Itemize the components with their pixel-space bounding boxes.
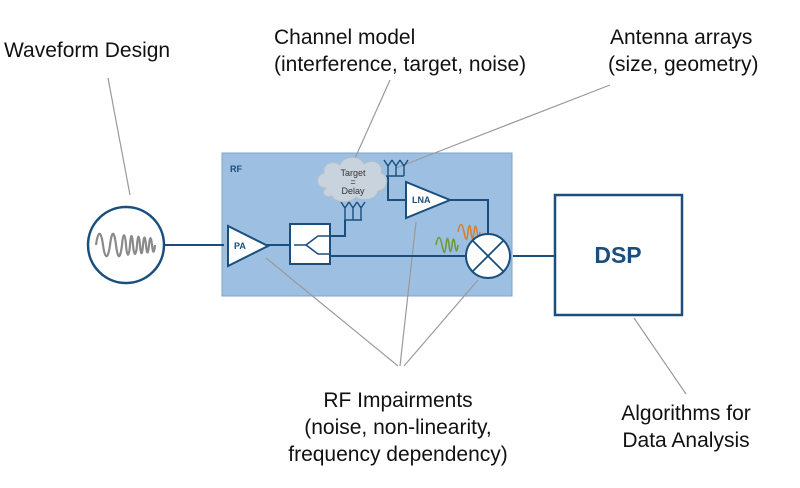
- algorithms-line2: Data Analysis: [622, 429, 749, 452]
- channel-label-line1: Channel model: [274, 26, 415, 49]
- tx-antenna-icon: [340, 201, 366, 221]
- rf-impairments-line3: frequency dependency): [288, 443, 508, 466]
- leader-lines: [107, 77, 687, 395]
- rx-antenna-icon: [383, 159, 409, 177]
- svg-text:LNA: LNA: [412, 195, 431, 205]
- svg-text:Target: Target: [340, 168, 366, 178]
- antenna-label-line1: Antenna arrays: [610, 26, 752, 49]
- antenna-label-line2: (size, geometry): [608, 53, 759, 76]
- orange-wave-icon: [457, 223, 481, 241]
- waveform-icon: [94, 232, 157, 258]
- algorithms-line1: Algorithms for: [621, 402, 751, 425]
- pa-amplifier: PA: [227, 224, 271, 268]
- dsp-block: DSP: [553, 193, 684, 317]
- target-delay-cloud: Target = Delay: [317, 156, 388, 203]
- mixer-icon: [465, 233, 511, 279]
- rf-impairments-line2: (noise, non-linearity,: [304, 416, 492, 439]
- waveform-label: Waveform Design: [4, 39, 170, 62]
- lna-amplifier: LNA: [405, 180, 453, 220]
- svg-text:Delay: Delay: [341, 186, 365, 196]
- channel-label-line2: (interference, target, noise): [274, 53, 526, 76]
- svg-text:DSP: DSP: [594, 242, 641, 268]
- svg-text:PA: PA: [234, 241, 246, 251]
- waveform-generator: [86, 205, 166, 285]
- signal-lines: [164, 176, 555, 257]
- svg-text:=: =: [350, 177, 355, 187]
- rf-impairments-line1: RF Impairments: [323, 389, 472, 412]
- splitter: [289, 223, 331, 265]
- green-wave-icon: [435, 236, 459, 254]
- rf-block-title: RF: [230, 164, 242, 174]
